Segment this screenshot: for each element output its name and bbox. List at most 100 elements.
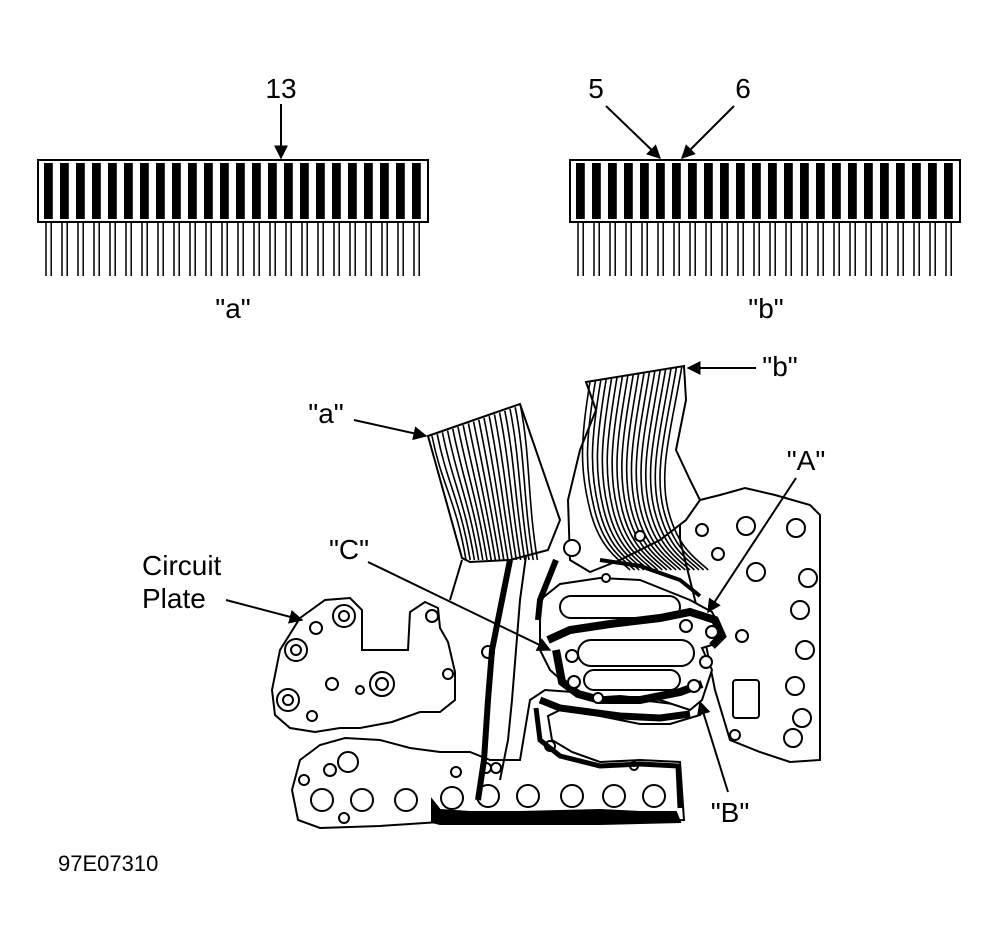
callout-5-arrow bbox=[605, 105, 662, 159]
label-B-arrow bbox=[697, 700, 729, 793]
terminal bbox=[236, 163, 245, 219]
terminal bbox=[300, 163, 309, 219]
ribbon-wire bbox=[514, 407, 534, 561]
ribbon-wire bbox=[478, 419, 505, 561]
terminal bbox=[220, 163, 229, 219]
ribbon-wire bbox=[519, 405, 539, 561]
terminal bbox=[140, 163, 149, 219]
terminal bbox=[880, 163, 889, 219]
terminal bbox=[316, 163, 325, 219]
ribbon-wire bbox=[611, 376, 659, 571]
terminal bbox=[704, 163, 713, 219]
ribbon-wire bbox=[488, 416, 513, 561]
terminal bbox=[76, 163, 85, 219]
terminal bbox=[640, 163, 649, 219]
lower-plate-holes bbox=[298, 740, 666, 824]
ribbon-wire bbox=[663, 366, 709, 571]
terminal bbox=[848, 163, 857, 219]
terminal bbox=[332, 163, 341, 219]
terminal bbox=[720, 163, 729, 219]
ribbon-wire bbox=[467, 423, 497, 561]
terminal bbox=[92, 163, 101, 219]
ribbon-wire bbox=[452, 428, 484, 561]
terminal bbox=[172, 163, 181, 219]
terminal bbox=[816, 163, 825, 219]
connector-b-terminals bbox=[576, 163, 953, 219]
ribbon-wire bbox=[509, 408, 530, 561]
ribbon-wire bbox=[436, 434, 471, 561]
connector-b: 5 6 "b" bbox=[569, 73, 961, 324]
ribbon-wire bbox=[654, 368, 700, 571]
terminal bbox=[284, 163, 293, 219]
center-plate-holes bbox=[565, 573, 719, 704]
terminal bbox=[800, 163, 809, 219]
ribbon-wire bbox=[586, 380, 636, 571]
ribbon-cable-a-wires bbox=[431, 405, 539, 561]
terminal bbox=[412, 163, 421, 219]
ribbon-wire bbox=[635, 371, 682, 571]
ribbon-wire bbox=[431, 435, 467, 561]
ribbon-wire bbox=[630, 372, 677, 571]
ribbon-wire bbox=[601, 378, 649, 571]
circuit-plate-holes bbox=[276, 604, 495, 722]
circuit-plate-assembly bbox=[270, 364, 821, 830]
ribbon-cable-b-wires bbox=[581, 366, 709, 571]
plate-thick-trace bbox=[546, 607, 727, 649]
slot-upper bbox=[577, 639, 695, 667]
connector-a-pins bbox=[45, 222, 420, 276]
ribbon-wire bbox=[498, 412, 522, 561]
ribbon-wire bbox=[625, 373, 672, 571]
assembly-label-C: "C" bbox=[329, 534, 369, 565]
callout-6-arrow bbox=[681, 105, 735, 159]
terminal bbox=[204, 163, 213, 219]
ribbon-wire bbox=[483, 417, 509, 561]
terminal bbox=[736, 163, 745, 219]
label-A-arrow bbox=[707, 477, 797, 614]
slot-top bbox=[559, 595, 681, 619]
connector-a-terminals bbox=[44, 163, 421, 219]
terminal bbox=[784, 163, 793, 219]
assembly-label-B: "B" bbox=[711, 797, 750, 828]
assembly-callouts: "b" "a" "A" "C" "B" Circuit Plate bbox=[142, 351, 825, 828]
terminal bbox=[768, 163, 777, 219]
terminal bbox=[752, 163, 761, 219]
terminal bbox=[672, 163, 681, 219]
callout-13: 13 bbox=[265, 73, 296, 104]
ribbon-cable-b bbox=[535, 364, 709, 621]
terminal bbox=[608, 163, 617, 219]
connector-b-pins bbox=[577, 222, 952, 276]
terminal bbox=[864, 163, 873, 219]
ribbon-wire bbox=[659, 367, 705, 571]
ribbon-wire bbox=[606, 377, 654, 571]
ribbon-wire bbox=[472, 421, 501, 561]
terminal bbox=[624, 163, 633, 219]
terminal bbox=[380, 163, 389, 219]
terminal bbox=[364, 163, 373, 219]
terminal bbox=[944, 163, 953, 219]
terminal bbox=[348, 163, 357, 219]
connector-a-label: "a" bbox=[215, 293, 250, 324]
terminal bbox=[188, 163, 197, 219]
connector-a: 13 "a" bbox=[37, 73, 429, 324]
callout-6: 6 bbox=[735, 73, 751, 104]
ribbon-wire bbox=[616, 375, 663, 571]
terminal bbox=[108, 163, 117, 219]
ribbon-wire bbox=[640, 371, 686, 571]
circuit-plate-label-line1: Circuit bbox=[142, 550, 222, 581]
terminal bbox=[576, 163, 585, 219]
connector-b-body bbox=[569, 159, 961, 223]
ribbon-wire bbox=[596, 379, 645, 571]
label-a-arrow bbox=[353, 419, 428, 441]
ribbon-wire bbox=[581, 381, 631, 571]
ribbon-wire bbox=[649, 369, 695, 571]
ribbon-wire bbox=[446, 430, 480, 561]
label-C-arrow bbox=[367, 561, 552, 651]
terminal bbox=[268, 163, 277, 219]
figure-id: 97E07310 bbox=[58, 851, 158, 876]
terminal bbox=[44, 163, 53, 219]
terminal bbox=[656, 163, 665, 219]
ribbon-wire bbox=[620, 374, 668, 571]
terminal bbox=[396, 163, 405, 219]
housing-right-holes bbox=[695, 516, 818, 748]
terminal bbox=[124, 163, 133, 219]
